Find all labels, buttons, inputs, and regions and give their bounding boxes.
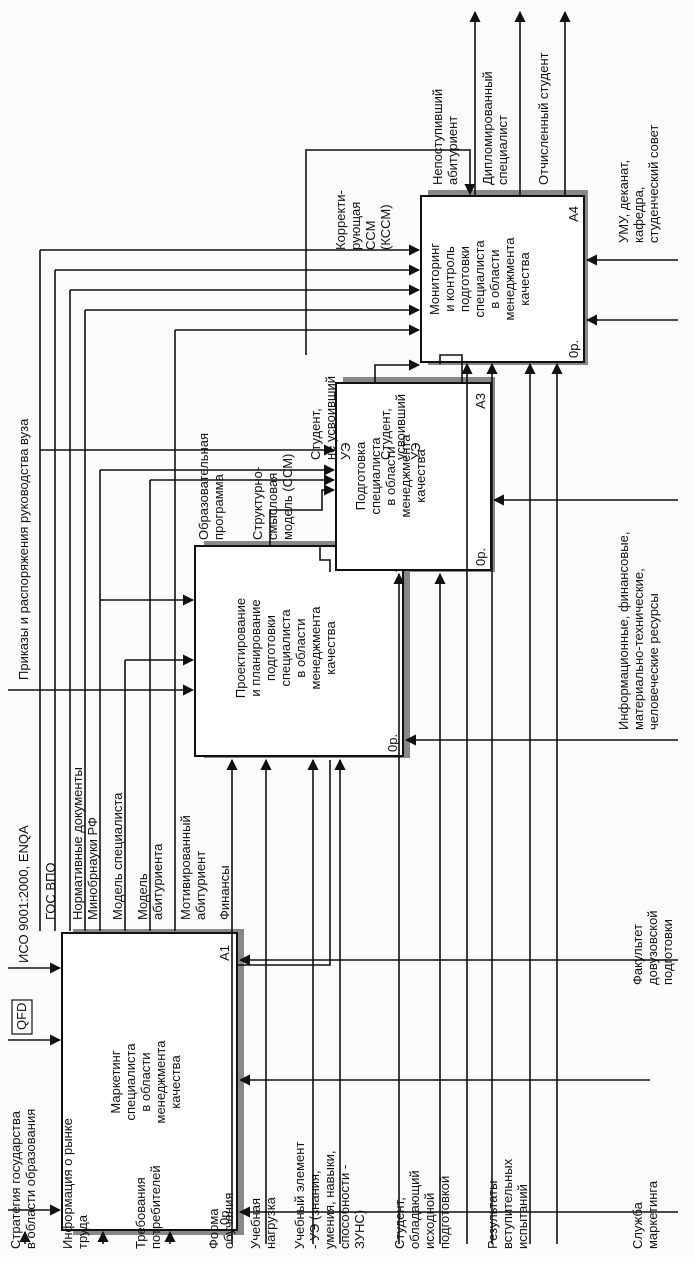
block-a3-line: качества xyxy=(413,449,428,503)
block-a3-id: A3 xyxy=(473,393,488,409)
control-arrows xyxy=(8,244,421,1216)
interim-label-program: Образовательнаяпрограмма xyxy=(196,433,226,540)
output-label-not-admitted: Непоступившийабитуриент xyxy=(430,89,460,185)
mech-label-3: УМУ, деканат,кафедра,студенческий совет xyxy=(616,125,661,243)
output-label-graduate: Дипломированныйспециалист xyxy=(480,71,510,185)
input-label-6: Студент,обладающийисходнойподготовкой xyxy=(392,1170,452,1249)
block-a4-line: Мониторинг xyxy=(427,243,442,315)
block-a2[interactable]: Проектированиеи планированиеподготовкисп… xyxy=(194,545,404,757)
block-a1[interactable]: Маркетингспециалистав областименеджмента… xyxy=(61,932,238,1231)
block-a4-text: Мониторинги контрольподготовкиспециалист… xyxy=(427,237,532,321)
block-a4-cost: 0р. xyxy=(566,340,581,358)
mech-label-0: Службамаркетинга xyxy=(630,1180,660,1249)
block-a4-line: подготовки xyxy=(457,246,472,312)
block-a1-line: в области xyxy=(138,1052,153,1111)
qfd-box xyxy=(11,999,33,1035)
output-labels: Непоступившийабитуриент Дипломированныйс… xyxy=(430,52,551,185)
block-a4-line: и контроль xyxy=(442,246,457,312)
interim-arrows xyxy=(237,10,571,966)
block-a4-line: качества xyxy=(517,252,532,306)
block-a4-id: A4 xyxy=(566,206,581,222)
interim-labels: Образовательнаяпрограмма Структурно-смыс… xyxy=(196,190,423,540)
input-label-4: Учебнаянагрузка xyxy=(248,1196,278,1249)
control-label-finance: Финансы xyxy=(217,865,232,920)
block-a4-line: специалиста xyxy=(472,240,487,318)
block-a3-cost: 0р. xyxy=(473,548,488,566)
block-a2-line: качества xyxy=(323,621,338,675)
block-a2-line: Проектирование xyxy=(233,598,248,698)
control-label-model-abit: Модельабитуриента xyxy=(135,843,165,920)
block-a1-id: A1 xyxy=(217,945,232,961)
input-label-1: Информация о рынкетруда xyxy=(60,1118,90,1249)
block-a1-cost: 0р. xyxy=(217,1207,232,1225)
block-a1-line: специалиста xyxy=(123,1043,138,1121)
mech-label-2: Информационные, финансовые,материально-т… xyxy=(616,532,661,730)
block-a3-line: менеджмента xyxy=(398,434,413,518)
input-arrows xyxy=(19,362,563,1244)
mechanism-labels: Службамаркетинга Факультетдовузовскойпод… xyxy=(616,125,675,1249)
block-a1-line: качества xyxy=(168,1055,183,1109)
block-a2-text: Проектированиеи планированиеподготовкисп… xyxy=(233,598,338,698)
block-a2-line: в области xyxy=(293,618,308,677)
input-label-3: Формаобучения xyxy=(206,1193,236,1249)
control-label-iso: ИСО 9001:2000, ENQA xyxy=(16,825,31,963)
block-a4[interactable]: Мониторинги контрольподготовкиспециалист… xyxy=(420,195,585,363)
block-a1-line: Маркетинг xyxy=(108,1050,123,1113)
block-a1-line: менеджмента xyxy=(153,1040,168,1124)
output-label-expelled: Отчисленный студент xyxy=(536,52,551,185)
block-a2-line: и планирование xyxy=(248,599,263,696)
interim-label-ssm: Структурно-смысловаямодель (ССМ) xyxy=(250,454,295,540)
control-label-orders: Приказы и распоряжения руководства вуза xyxy=(16,418,31,680)
input-label-7: Результатывступительныхиспытаний xyxy=(485,1158,530,1249)
input-labels: Стратегия государствав области образован… xyxy=(8,1109,530,1249)
control-labels: QFD ИСО 9001:2000, ENQA ГОС ВПО Норматив… xyxy=(11,418,232,1035)
block-a2-line: менеджмента xyxy=(308,606,323,690)
mechanism-arrows xyxy=(238,254,678,1218)
block-a3-text: Подготовкаспециалистав областименеджмент… xyxy=(353,434,428,518)
mech-label-1: Факультетдовузовскойподготовки xyxy=(630,910,675,985)
interim-label-not-learned: Студент,не усвоившийУЭ xyxy=(308,376,353,460)
input-label-2: Требованияпотребителей xyxy=(133,1165,163,1249)
control-label-norm: Нормативные документыМинобрнауки РФ xyxy=(70,767,100,920)
block-a1-text: Маркетингспециалистав областименеджмента… xyxy=(108,1040,183,1124)
block-a3-line: в области xyxy=(383,446,398,505)
input-label-5: Учебный элемент- УЭ (знания,умения, навы… xyxy=(292,1142,367,1249)
block-a3-line: Подготовка xyxy=(353,441,368,510)
interim-label-learned: Студент,усвоившийУЭ xyxy=(378,394,423,460)
block-a2-line: подготовки xyxy=(263,615,278,681)
block-a3[interactable]: Подготовкаспециалистав областименеджмент… xyxy=(335,382,492,571)
control-label-motiv: Мотивированныйабитуриент xyxy=(178,815,208,920)
input-label-0: Стратегия государствав области образован… xyxy=(8,1109,38,1249)
control-label-gos: ГОС ВПО xyxy=(43,862,58,920)
interim-label-kssm: Корректи-рующаяССМ(КССМ) xyxy=(333,190,393,250)
block-a4-line: в области xyxy=(487,249,502,308)
block-a4-line: менеджмента xyxy=(502,237,517,321)
block-a2-line: специалиста xyxy=(278,609,293,687)
block-a3-line: специалиста xyxy=(368,437,383,515)
control-label-model-spec: Модель специалиста xyxy=(110,792,125,920)
block-a2-cost: 0р. xyxy=(385,734,400,752)
control-label-qfd: QFD xyxy=(14,1003,29,1030)
